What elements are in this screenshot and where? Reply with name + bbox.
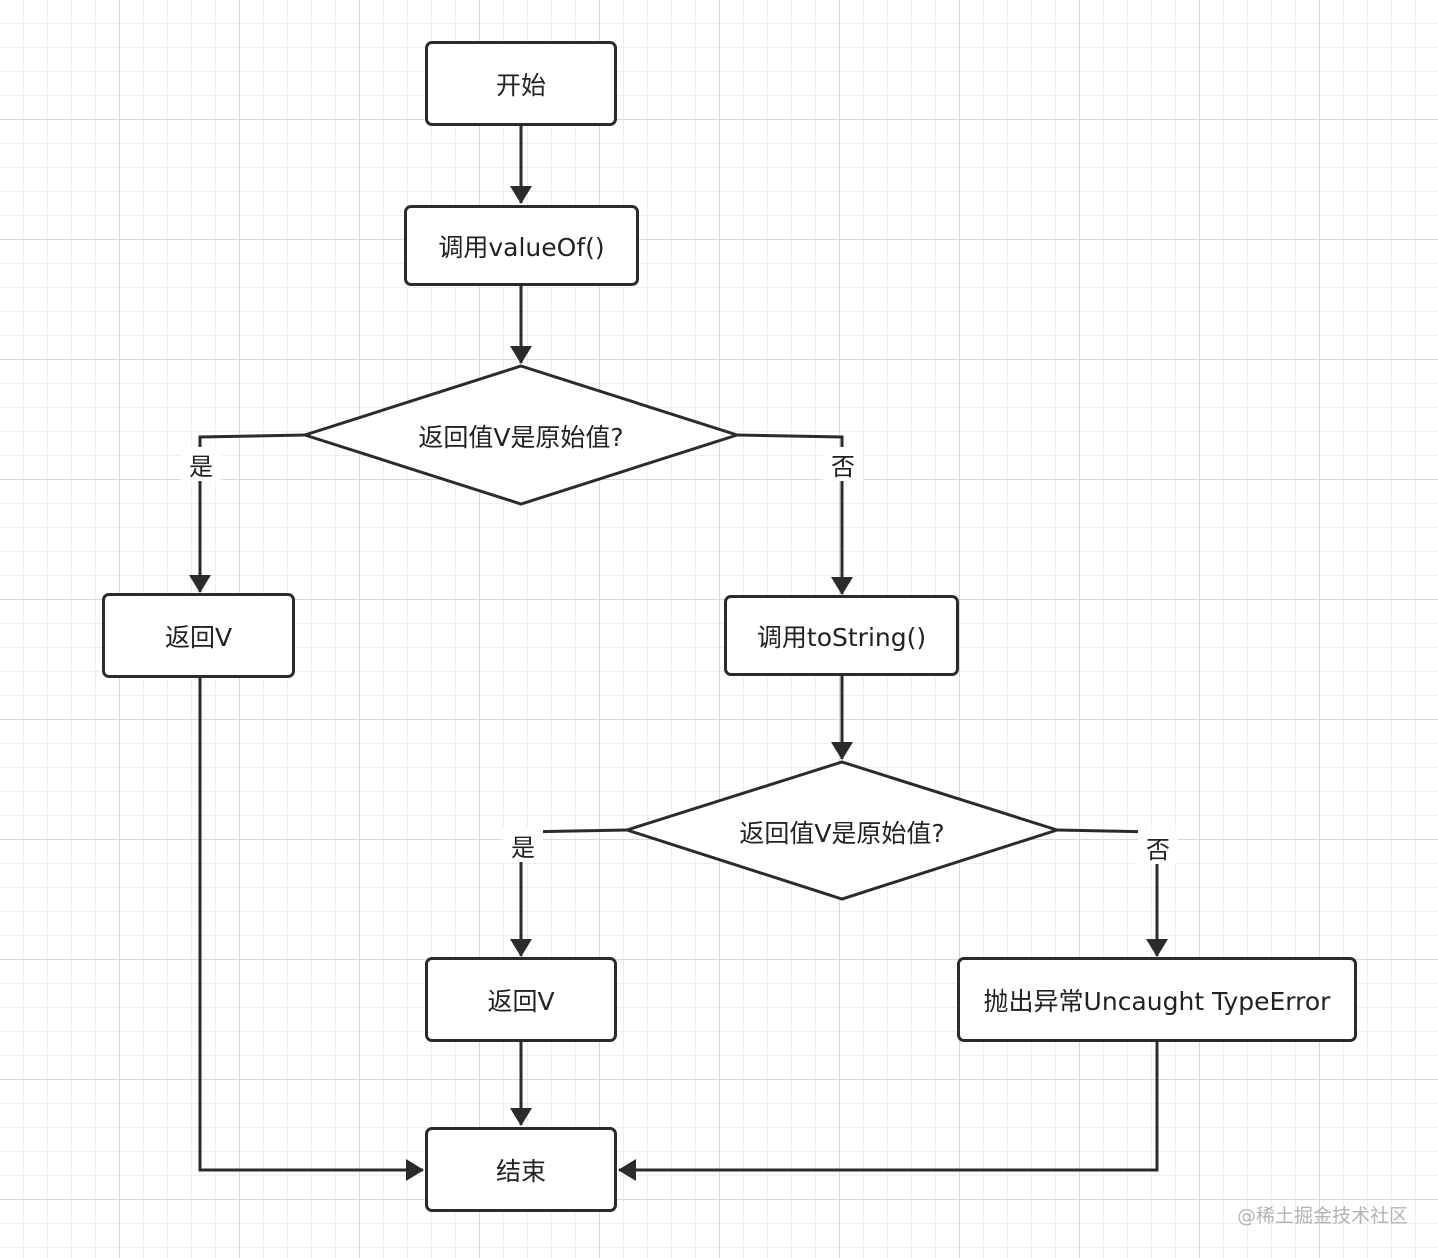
- call-valueof-node: 调用valueOf(): [404, 205, 639, 286]
- return-v-node-1: 返回V: [102, 593, 295, 678]
- throw-error-node: 抛出异常Uncaught TypeError: [957, 957, 1357, 1042]
- decision-1-diamond: [300, 364, 742, 506]
- decision-2-text: 返回值V是原始值?: [739, 819, 945, 848]
- decision-1-text: 返回值V是原始值?: [418, 423, 624, 452]
- decision-2-diamond: [622, 760, 1062, 901]
- decision-2-no-label: 否: [1138, 830, 1178, 864]
- end-node: 结束: [425, 1127, 617, 1212]
- edge-decision-1-no: [736, 433, 853, 595]
- call-tostring-node: 调用toString(): [724, 595, 959, 676]
- start-node: 开始: [425, 41, 617, 126]
- edge-error-to-end: [618, 1041, 1159, 1181]
- edge-decision-1-yes: [189, 433, 306, 593]
- decision-1-no-label: 否: [823, 447, 863, 481]
- edge-return-v-1-to-end: [198, 677, 424, 1181]
- watermark: @稀土掘金技术社区: [1236, 1205, 1408, 1227]
- decision-1-yes-label: 是: [181, 447, 221, 481]
- return-v-node-2: 返回V: [425, 957, 617, 1042]
- decision-2-yes-label: 是: [503, 828, 543, 862]
